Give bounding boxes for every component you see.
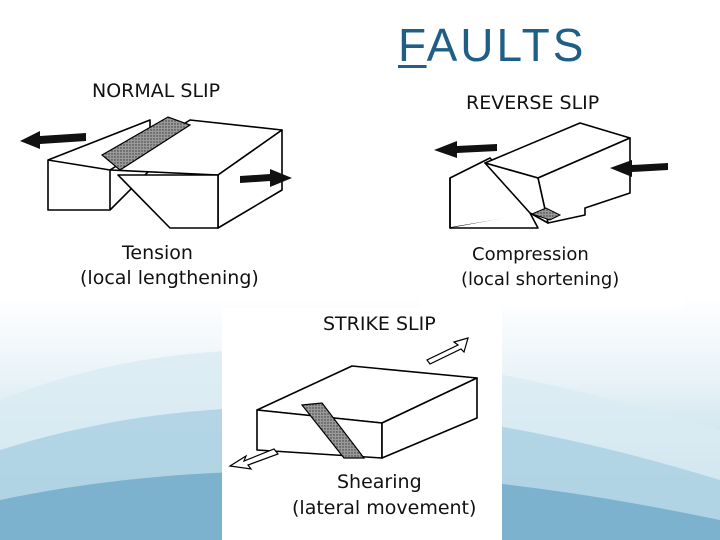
strike-slip-heading: STRIKE SLIP <box>323 313 436 335</box>
reverse-slip-caption-1: Compression <box>472 244 589 265</box>
title-first-letter: F <box>398 19 427 71</box>
arrow-right-icon <box>434 141 497 158</box>
fault-plane <box>530 207 562 221</box>
normal-slip-diagram <box>20 116 292 229</box>
arrow-left-icon <box>610 160 668 177</box>
normal-slip-caption-2: (local lengthening) <box>80 267 259 289</box>
strike-slip-panel: STRIKE SLIP Shearing (lateral movement) <box>222 308 502 540</box>
reverse-slip-diagram <box>434 122 668 229</box>
normal-slip-caption-1: Tension <box>122 242 193 264</box>
arrow-down-left-icon <box>228 448 279 470</box>
strike-slip-caption-1: Shearing <box>337 471 422 493</box>
normal-slip-panel: NORMAL SLIP Tension (local lengthening) <box>0 45 336 291</box>
reverse-slip-caption-2: (local shortening) <box>461 269 620 290</box>
fault-plane <box>300 402 366 459</box>
reverse-slip-heading: REVERSE SLIP <box>466 92 600 114</box>
slide-title: FAULTS <box>398 18 586 72</box>
title-rest: AULTS <box>426 19 587 71</box>
arrow-left-icon <box>20 131 86 149</box>
reverse-slip-panel: REVERSE SLIP Compression (local shorteni… <box>420 68 683 308</box>
strike-slip-diagram <box>228 337 478 470</box>
arrow-right-icon <box>240 169 292 187</box>
fault-plane <box>100 116 192 171</box>
strike-slip-caption-2: (lateral movement) <box>292 497 477 519</box>
normal-slip-heading: NORMAL SLIP <box>92 80 221 102</box>
arrow-up-right-icon <box>426 337 469 365</box>
